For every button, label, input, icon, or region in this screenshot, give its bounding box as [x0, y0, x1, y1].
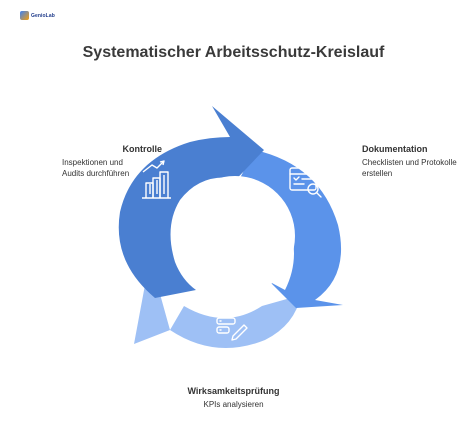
list-edit-icon [216, 308, 248, 341]
logo-mark-icon [20, 11, 29, 20]
stage-description: KPIs analysieren [203, 400, 264, 409]
stage-heading: Wirksamkeitsprüfung [187, 386, 280, 396]
diagram-title: Systematischer Arbeitsschutz-Kreislauf [82, 44, 385, 61]
stage-description: Inspektionen und Audits durchführen [62, 158, 130, 178]
brand-logo: GenioLab [20, 11, 55, 20]
logo-text: GenioLab [31, 12, 55, 19]
checklist-document-icon [289, 167, 322, 198]
stage-heading: Dokumentation [362, 144, 428, 154]
stage-label-kontrolle: Kontrolle Inspektionen und Audits durchf… [62, 144, 182, 179]
stage-label-dokumentation: Dokumentation Checklisten und Protokolle… [362, 144, 462, 179]
cycle-segment-kontrolle [118, 106, 264, 298]
bar-chart-icon [142, 160, 171, 199]
stage-heading: Kontrolle [122, 144, 163, 154]
stage-label-wirksamkeit: Wirksamkeitsprüfung KPIs analysieren [0, 386, 467, 410]
cycle-segment-wirksamkeit [134, 258, 301, 348]
stage-description: Checklisten und Protokolle erstellen [362, 158, 457, 178]
